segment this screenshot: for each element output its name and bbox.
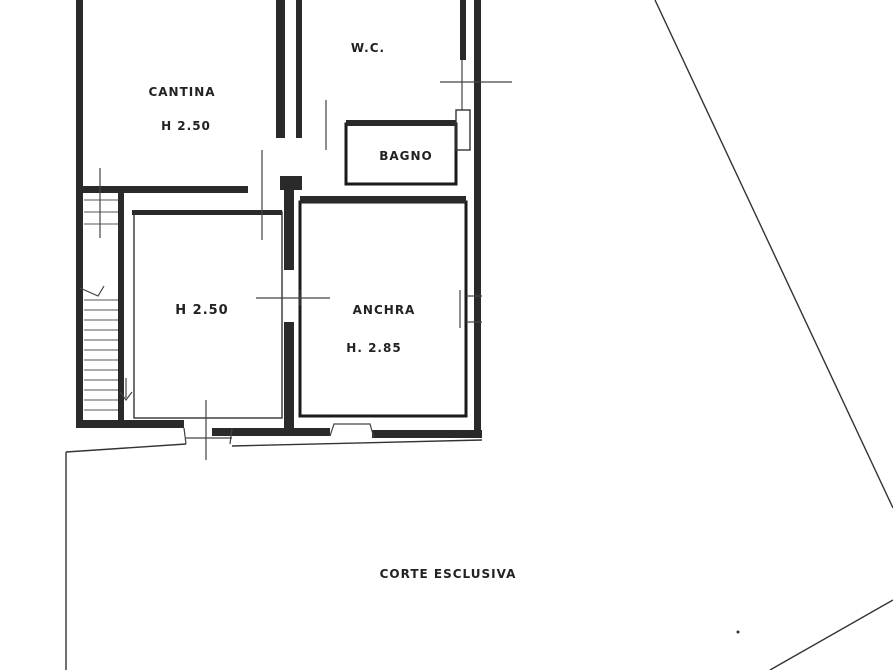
doors [99, 60, 512, 460]
room-left-height: H 2.50 [175, 303, 228, 318]
wall-stair-inner [118, 192, 124, 424]
courtyard-label: CORTE ESCLUSIVA [380, 567, 517, 581]
wall-central-upper [284, 186, 294, 270]
wall-cantina-right [276, 0, 285, 138]
wall-central-lower [284, 322, 294, 428]
wall-bagno-top [346, 120, 456, 126]
wall-room-left-top [132, 210, 282, 215]
room-cantina-top-height: H 2.50 [161, 119, 211, 133]
room-anchra-height: H. 2.85 [346, 341, 401, 355]
staircase [79, 199, 133, 411]
courtyard-boundary [65, 0, 893, 670]
building-walls [76, 0, 482, 438]
room-anchra-name: ANCHRA [353, 303, 416, 317]
wall-bottom-mid [212, 428, 330, 436]
wall-wc-left [296, 0, 302, 138]
wall-wc-right-top [460, 0, 466, 60]
wall-cantina-bottom [80, 186, 248, 193]
wall-anchra-top [300, 196, 466, 203]
window-bagno [455, 109, 471, 151]
wall-bottom-right [372, 430, 482, 438]
room-cantina-top-name: CANTINA [148, 85, 215, 99]
room-bagno-name: BAGNO [379, 149, 433, 163]
room-wc-name: W.C. [351, 41, 385, 55]
wall-bottom-left [76, 420, 184, 428]
wall-left-outer [76, 0, 83, 426]
wall-right-outer [474, 0, 481, 438]
